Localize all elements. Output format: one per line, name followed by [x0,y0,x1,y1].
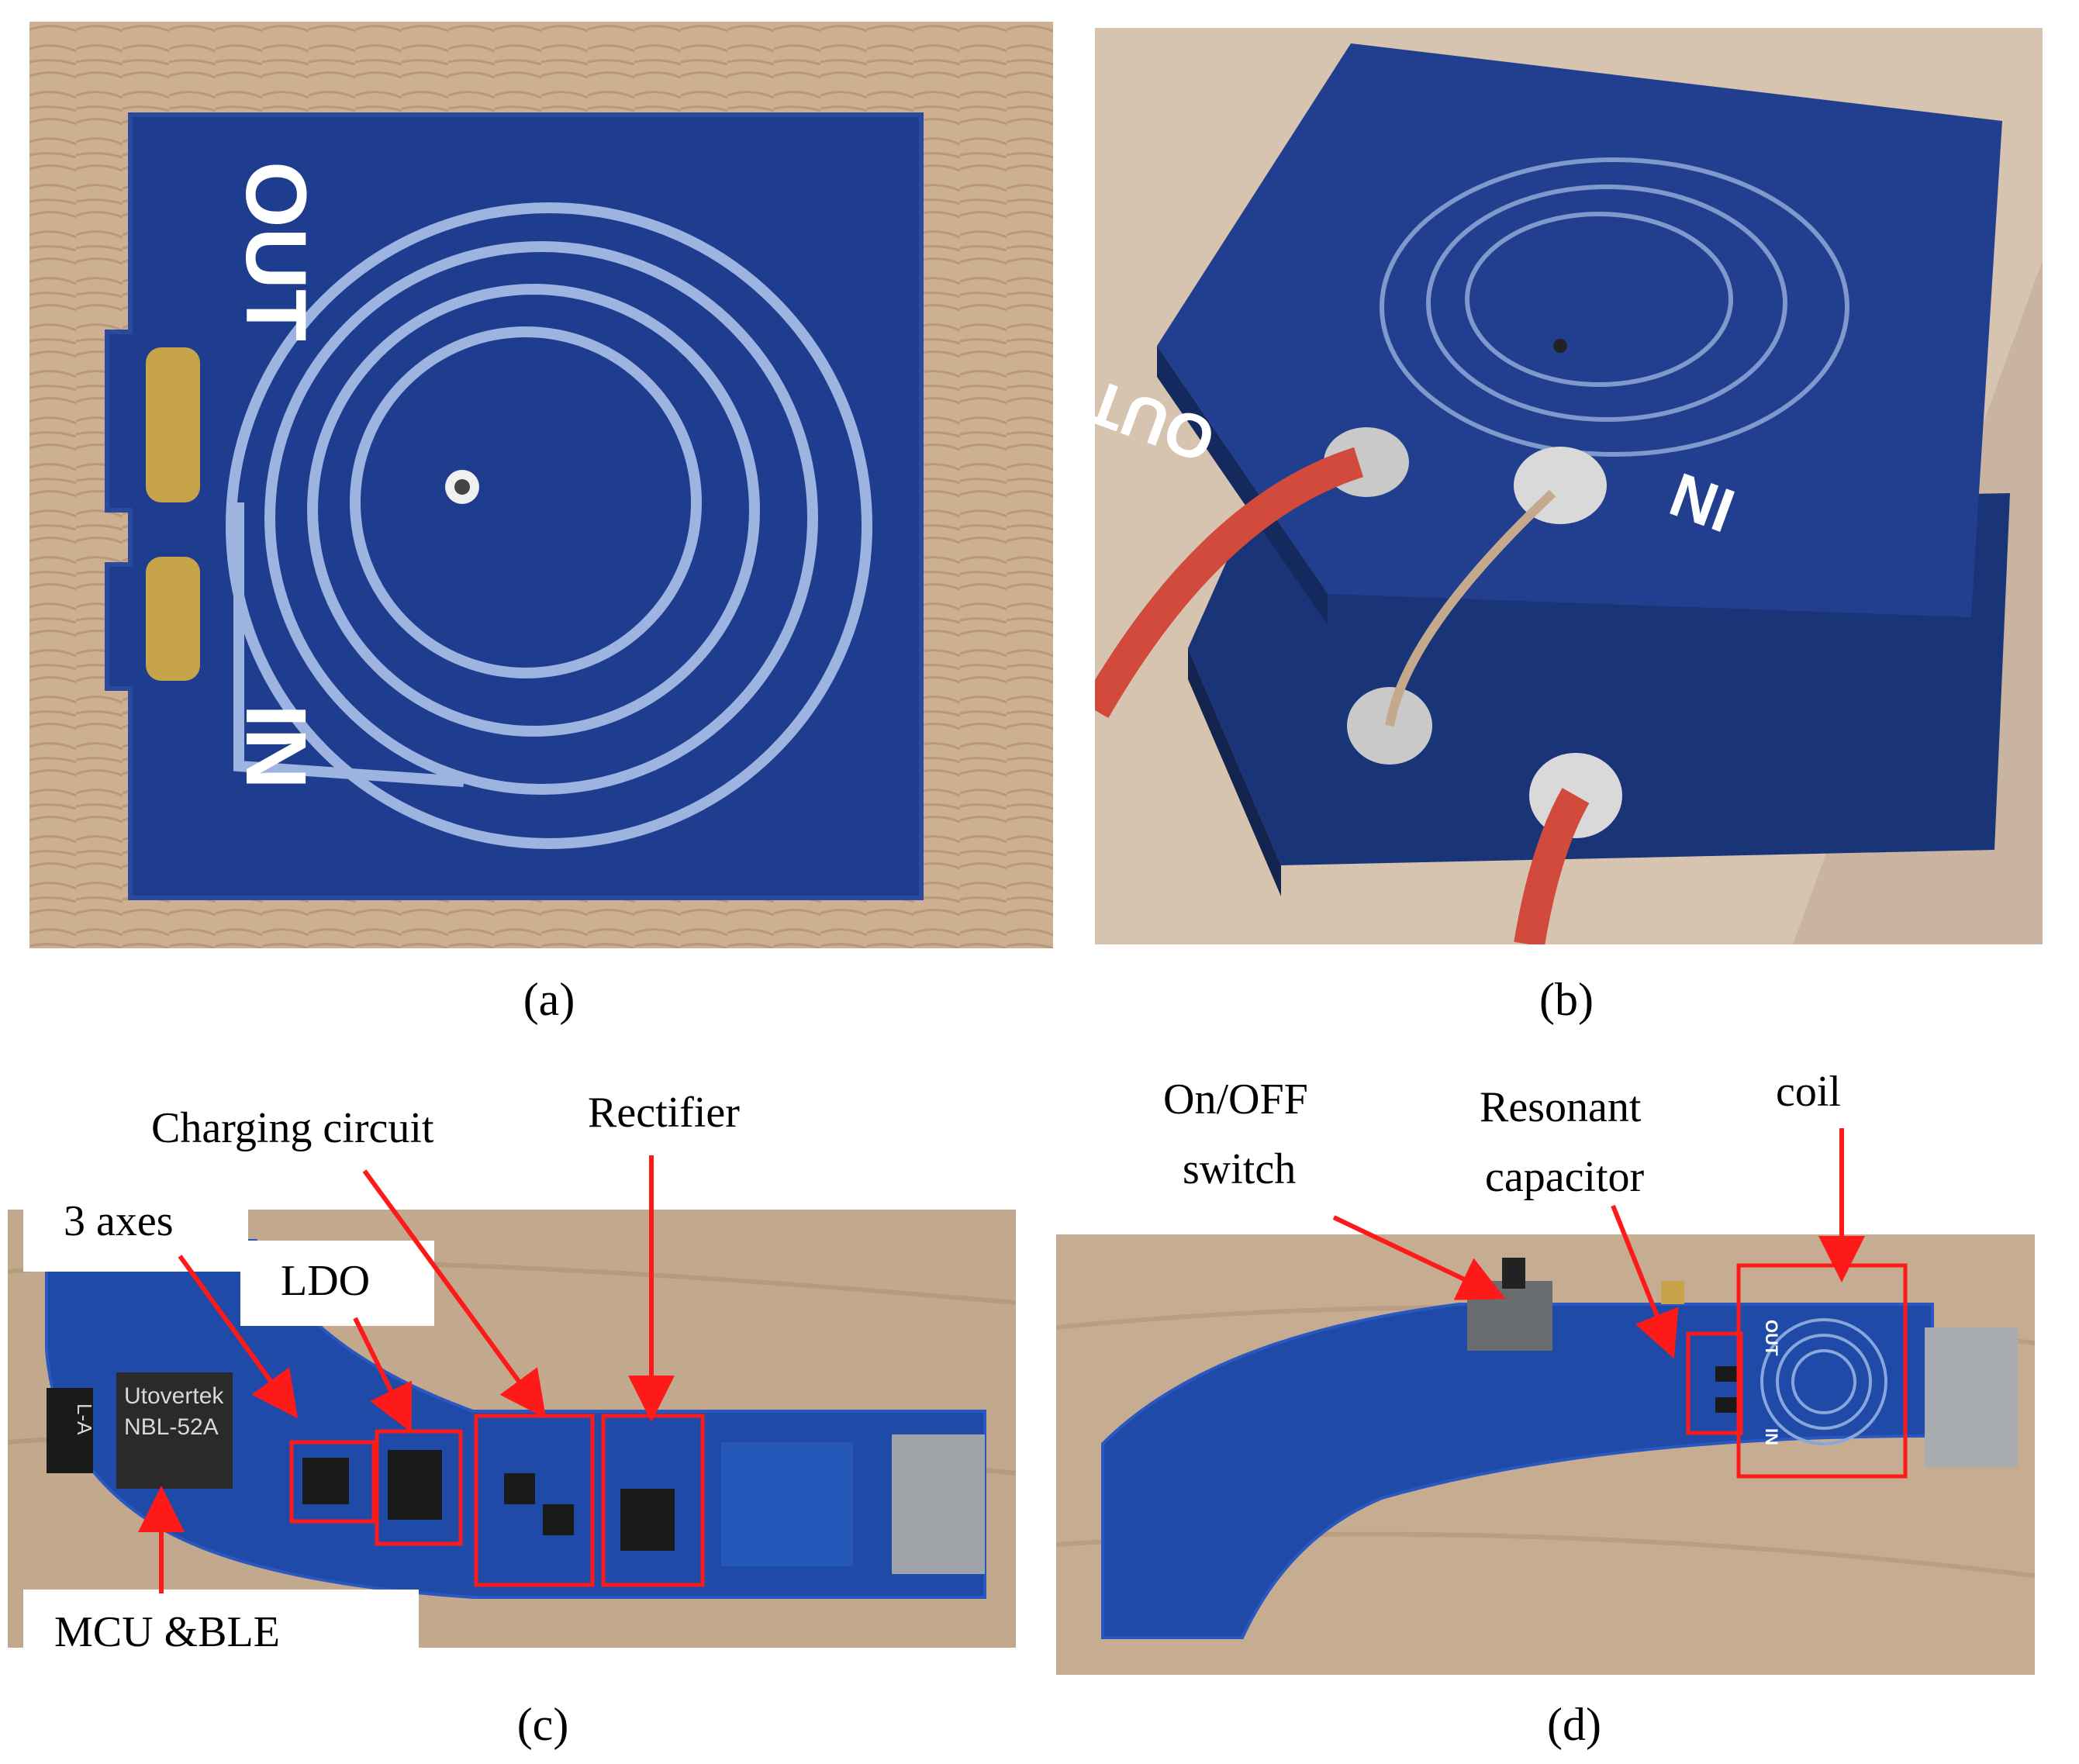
pcb-label-in: IN [228,704,323,789]
module-side-label: L-A [73,1403,96,1435]
single-coil-pcb-photo: OUT IN [29,22,1053,948]
receiver-pcb-photo: Utovertek NBL-52A L-A [8,1210,1016,1648]
label-on-off-line1: On/OFF [1163,1075,1308,1124]
panel-b-photo: OUT IN [1095,28,2043,944]
label-3-axes: 3 axes [64,1197,174,1245]
arrow-on-off-switch [1332,1215,1506,1300]
transmitter-pcb-photo: OUT IN [1056,1234,2035,1675]
box-ldo [375,1429,463,1546]
label-bg-ldo [240,1241,434,1326]
label-ldo: LDO [281,1257,371,1305]
label-mcu-ble: MCU &BLE [54,1608,280,1656]
module-model: NBL-52A [124,1414,219,1440]
panel-a-photo: OUT IN [29,22,1053,948]
arrow-charging-circuit [362,1169,547,1419]
coil-label-out: OUT [1762,1320,1781,1356]
label-on-off-line2: switch [1183,1145,1297,1193]
label-resonant-line1: Resonant [1480,1083,1642,1131]
label-charging-circuit: Charging circuit [151,1104,434,1152]
panel-c-arrows [138,1155,675,1593]
coil-label-in: IN [1762,1428,1781,1445]
arrow-3-axes [178,1255,299,1419]
label-bg-mcu [23,1590,419,1675]
label-resonant-line2: capacitor [1485,1153,1645,1201]
arrow-ldo [353,1317,413,1433]
box-resonant-capacitor [1686,1331,1743,1435]
panel-d-arrows [1332,1128,1865,1359]
caption-c: (c) [516,1699,569,1750]
panel-d-photo: OUT IN [1056,1234,2035,1675]
caption-d: (d) [1547,1699,1601,1750]
label-bg-3-axes [23,1194,248,1272]
caption-a: (a) [523,974,575,1025]
pcb-label-out: OUT [228,161,323,341]
panel-c-photo: Utovertek NBL-52A L-A [8,1210,1016,1648]
module-brand: Utovertek [124,1383,224,1409]
arrow-resonant-capacitor [1611,1204,1679,1359]
stacked-coil-pcb-photo: OUT IN [1095,28,2043,944]
label-rectifier: Rectifier [588,1089,740,1137]
caption-b: (b) [1539,974,1594,1025]
label-coil: coil [1776,1068,1841,1116]
box-3-axes [289,1440,376,1524]
